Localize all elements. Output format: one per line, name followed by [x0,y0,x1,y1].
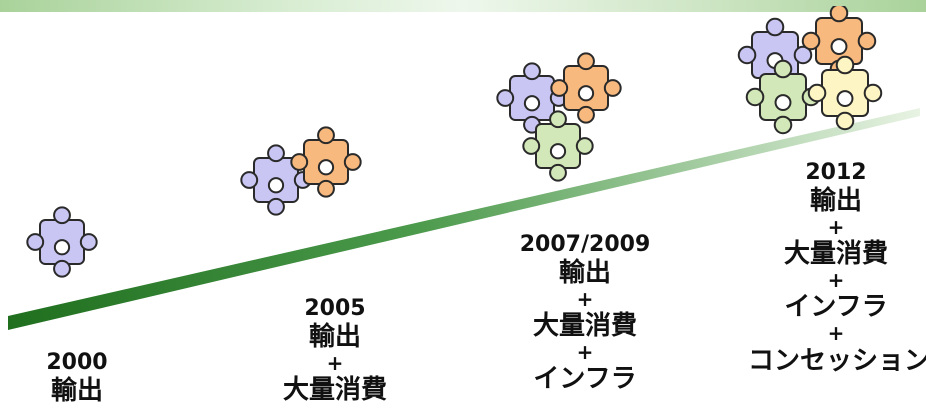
stage-year: 2000 [46,350,108,375]
stage-item: 輸出 [50,375,103,406]
stage-year: 2007/2009 [519,232,651,257]
header-band [0,0,926,12]
stage-label-2012: 2012 輸出 + 大量消費 + インフラ + コンセッション [748,160,926,376]
stage-year: 2005 [304,296,366,321]
puzzle-piece-purple [26,206,98,278]
stage-separator: + [827,268,845,293]
stage-item: 輸出 [308,321,361,352]
stage-item: 輸出 [809,185,862,216]
puzzle-cluster-2012 [726,3,906,140]
puzzle-piece-orange [290,126,362,198]
stage-separator: + [576,340,594,365]
stage-item: 大量消費 [783,238,888,269]
puzzle-cluster-2000 [12,198,132,292]
stage-separator: + [576,286,594,311]
stage-item: インフラ [784,292,888,323]
stage-item: 大量消費 [282,374,387,405]
stage-year: 2012 [805,160,867,185]
stage-item: コンセッション [748,345,926,376]
puzzle-piece-yellow [807,55,883,131]
stage-item: 輸出 [558,257,611,288]
puzzle-cluster-2005 [232,118,372,232]
puzzle-cluster-2007-2009 [486,44,646,198]
stage-separator: + [827,321,845,346]
puzzle-piece-purple [496,62,568,134]
stage-label-2005: 2005 輸出 + 大量消費 [270,296,400,405]
stage-item: インフラ [533,364,637,395]
stage-label-2000: 2000 輸出 [36,350,118,406]
puzzle-piece-orange [550,52,622,124]
stage-label-2007-2009: 2007/2009 輸出 + 大量消費 + インフラ [510,232,660,394]
puzzle-piece-green [522,110,594,182]
stage-item: 大量消費 [532,310,637,341]
stage-separator: + [827,214,845,239]
stage-separator: + [326,350,344,375]
